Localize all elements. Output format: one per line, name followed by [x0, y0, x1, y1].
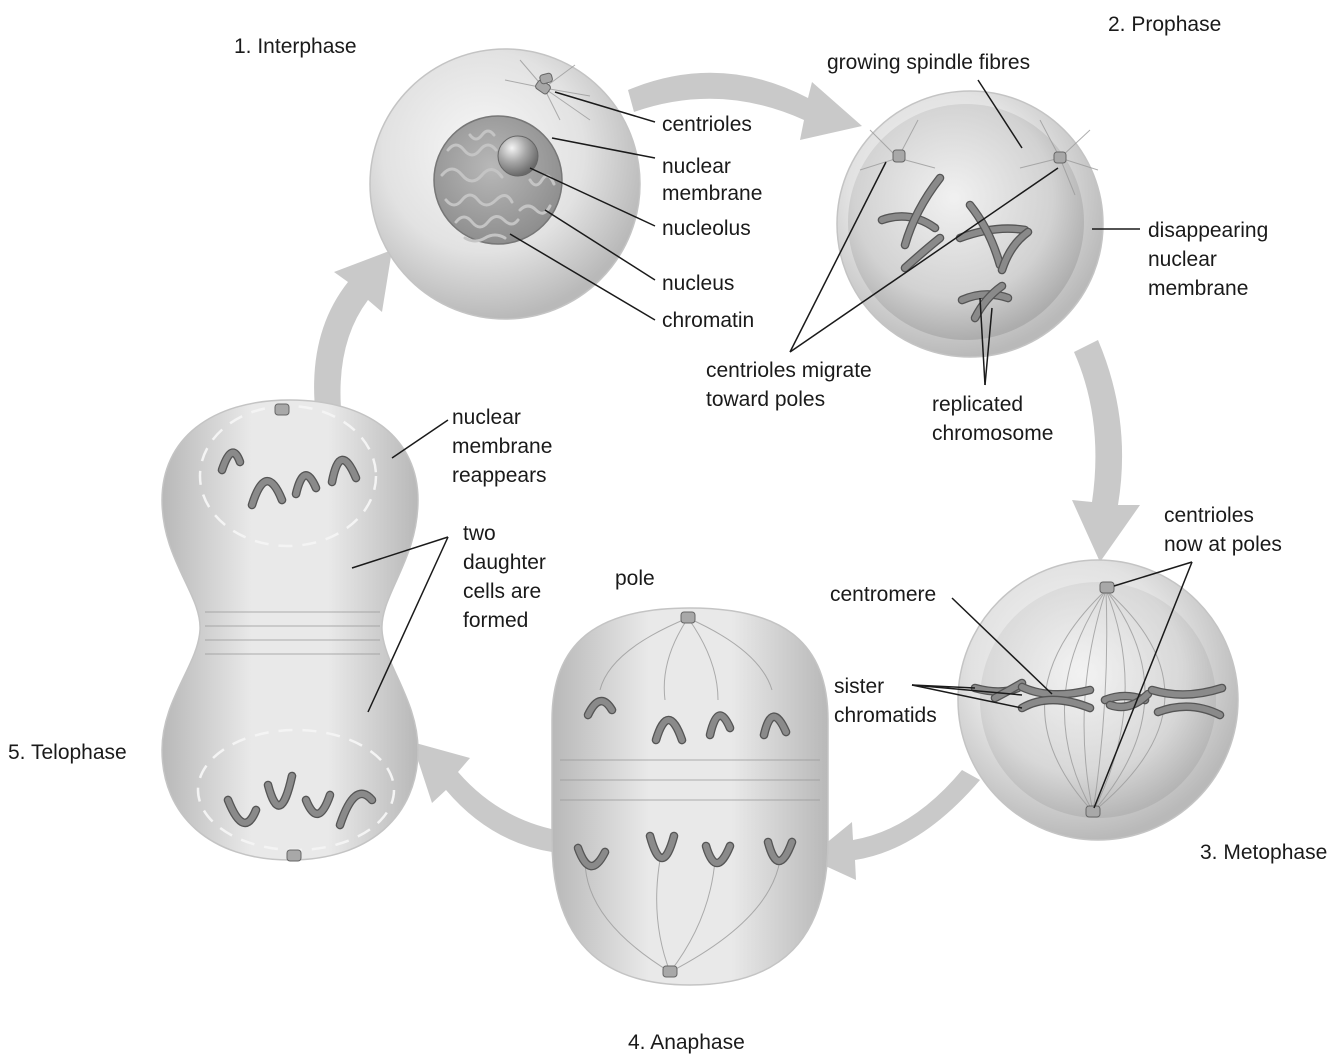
stage-title-interphase: 1. Interphase	[234, 35, 357, 58]
interphase-cell	[370, 49, 640, 319]
label-nucleolus: nucleolus	[662, 217, 751, 240]
label-nucleus: nucleus	[662, 272, 734, 295]
arrow-prophase-to-metaphase	[1072, 340, 1140, 562]
label-growing-spindle-fibres: growing spindle fibres	[827, 51, 1030, 74]
label-sister-chromatids: sister chromatids	[834, 675, 937, 727]
arrow-anaphase-to-telophase	[412, 742, 556, 852]
arrow-telophase-to-interphase	[314, 250, 392, 420]
stage-title-anaphase: 4. Anaphase	[628, 1031, 745, 1054]
label-two-daughter-cells: two daughter cells are formed	[463, 522, 552, 632]
prophase-cell	[837, 91, 1103, 357]
label-centrioles-migrate: centrioles migrate toward poles	[706, 359, 878, 411]
arrow-metaphase-to-anaphase	[808, 770, 980, 880]
label-centrioles-now-at-poles: centrioles now at poles	[1164, 504, 1282, 556]
nucleolus	[498, 136, 538, 176]
stage-title-metaphase: 3. Metophase	[1200, 841, 1327, 864]
stage-title-prophase: 2. Prophase	[1108, 13, 1221, 36]
label-centrioles: centrioles	[662, 113, 752, 136]
label-disappearing-nuclear-membrane: disappearing nuclear membrane	[1148, 219, 1274, 300]
label-nuclear-membrane: nuclear membrane	[662, 155, 762, 205]
telophase-cell	[162, 400, 418, 861]
label-chromatin: chromatin	[662, 309, 754, 332]
label-centromere: centromere	[830, 583, 936, 606]
label-pole: pole	[615, 567, 655, 590]
anaphase-cell	[552, 608, 828, 985]
label-nuclear-membrane-reappears: nuclear membrane reappears	[452, 406, 558, 487]
stage-title-telophase: 5. Telophase	[8, 741, 127, 764]
label-replicated-chromosome: replicated chromosome	[932, 393, 1053, 445]
